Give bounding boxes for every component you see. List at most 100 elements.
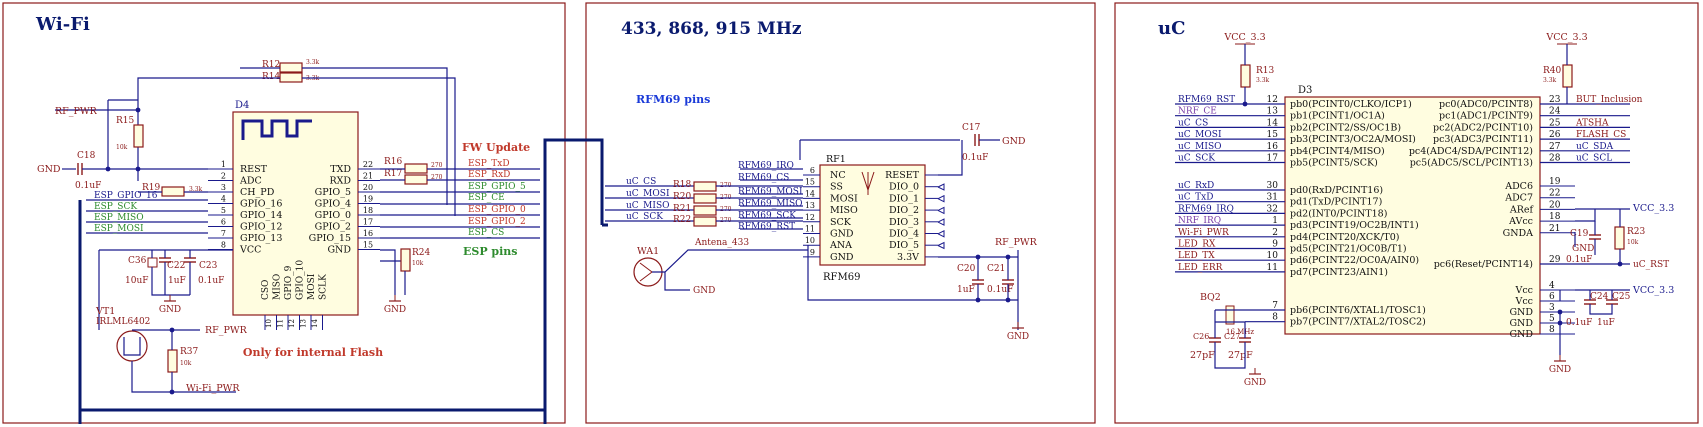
vcc-label-3: VCC_3.3 — [1632, 203, 1674, 214]
pin-number: 7 — [1272, 301, 1278, 311]
net-flag-rfm69: RFM69_MISO — [738, 199, 803, 209]
net-flag-rfm69: RFM69_CS — [738, 173, 789, 183]
pin-number: 20 — [363, 183, 373, 192]
pin-label: GPIO_14 — [240, 210, 282, 221]
pin-number: 16 — [363, 229, 373, 238]
pin-label: SCK — [830, 217, 852, 228]
junction-dot — [1617, 261, 1623, 267]
panel-frame-radio — [585, 2, 1096, 424]
wire — [131, 361, 236, 393]
pin-number: 4 — [1549, 281, 1555, 291]
resistor-r19 — [161, 186, 185, 197]
resistor-r37 — [167, 349, 178, 373]
resistor-r24 — [400, 248, 411, 272]
junction-dot — [135, 107, 141, 113]
gnd-c19: GND — [1572, 244, 1594, 254]
pin-label: pb7(PCINT7/XTAL2/TOSC2) — [1290, 317, 1426, 328]
pin-label: GPIO_12 — [240, 222, 282, 233]
pin-number: 6 — [221, 218, 226, 227]
net-flag-right: ESP_GPIO_0 — [468, 205, 526, 215]
wire — [664, 272, 690, 291]
ref-r16: R16 — [384, 157, 403, 167]
net-rf-pwr: RF_PWR — [55, 106, 98, 117]
pin-label: pc2(ADC2/PCINT10) — [1433, 122, 1533, 133]
mcu-body — [1284, 96, 1541, 335]
junction-dot — [1005, 254, 1011, 260]
esp-module-body — [232, 111, 359, 316]
panel-title-radio: 433, 868, 915 MHz — [621, 19, 802, 39]
pin-label: RXD — [329, 176, 351, 187]
pin-number: 3 — [1549, 303, 1555, 313]
junction-dot — [975, 254, 981, 260]
net-flag-pb: RFM69_RST — [1178, 95, 1235, 105]
io-arrow — [937, 218, 945, 226]
val-c27: 27pF — [1228, 350, 1253, 361]
pin-label: GPIO_15 — [309, 233, 351, 244]
pin-number: 12 — [1267, 95, 1278, 105]
antenna-trace — [241, 119, 312, 140]
wire — [1214, 342, 1246, 369]
pin-number: 8 — [221, 241, 226, 250]
ref-c26: C26 — [1193, 332, 1209, 341]
pin-label: pd2(INT0/PCINT18) — [1290, 208, 1387, 219]
capacitor-c36 — [147, 257, 158, 268]
net-flag-pd: RFM69_IRQ — [1178, 204, 1234, 214]
ref-r19: R19 — [142, 183, 161, 193]
net-flag-pd: LED_TX — [1178, 251, 1215, 261]
ref-r15: R15 — [116, 116, 135, 126]
net-antenna: Antena_433 — [694, 238, 749, 248]
pin-label: Vcc — [1514, 296, 1533, 307]
ref-r24: R24 — [412, 248, 431, 258]
pin-label: pc4(ADC4/SDA/PCINT12) — [1409, 146, 1533, 157]
io-arrow — [937, 206, 945, 215]
wire — [807, 245, 1018, 301]
net-flag-pc: BUT_Inclusion — [1576, 95, 1643, 105]
resistor-r14 — [279, 72, 303, 83]
pin-number: 6 — [810, 166, 815, 175]
pin-number: 30 — [1267, 181, 1279, 191]
pin-label: SCLK — [319, 274, 329, 300]
net-flag-rfm69: RFM69_SCK — [738, 211, 796, 221]
gnd-wa1: GND — [693, 286, 715, 296]
net-flag-pb: uC_MISO — [1178, 142, 1222, 152]
pin-label: SS — [830, 182, 843, 193]
pin-label: GPIO_5 — [315, 187, 351, 198]
pin-number: 11 — [805, 225, 815, 234]
pin-number: 11 — [1267, 263, 1278, 273]
pin-number: 1 — [221, 160, 226, 169]
res-ref: R20 — [673, 192, 692, 202]
pin-number: 23 — [1549, 95, 1561, 105]
resistor-r23 — [1614, 226, 1625, 250]
pin-label: DIO_2 — [889, 205, 919, 216]
pin-label: ADC6 — [1504, 181, 1533, 192]
res-ref: R22 — [673, 215, 691, 225]
rfm69-module-body — [819, 164, 926, 266]
pin-number: 1 — [1272, 216, 1278, 226]
pin-label: pd1(TxD/PCINT17) — [1290, 197, 1382, 208]
ref-vt1: VT1 — [95, 306, 115, 317]
pin-number: 8 — [1272, 313, 1278, 323]
pin-number: 10 — [265, 319, 273, 328]
pin-label: pb1(PCINT1/OC1A) — [1290, 111, 1385, 122]
pin-label: GPIO_16 — [240, 199, 282, 210]
panel-title-uc: uC — [1158, 18, 1185, 39]
pin-number: 22 — [1549, 189, 1560, 199]
pin-number: 10 — [1267, 251, 1279, 261]
pin-number: 6 — [1549, 292, 1555, 302]
d4-ref: D4 — [235, 100, 249, 111]
pin-label: pd7(PCINT23/AIN1) — [1290, 267, 1388, 278]
gnd-label: GND — [1549, 365, 1571, 375]
pin-label: pb6(PCINT6/XTAL1/TOSC1) — [1290, 305, 1426, 316]
pin-number: 17 — [363, 218, 373, 227]
pin-label: pb3(PCINT3/OC2A/MOSI) — [1290, 134, 1416, 145]
val-c24: 0.1uF — [1566, 318, 1592, 328]
rfm69-pins-note: RFM69 pins — [636, 93, 710, 106]
wire — [1589, 304, 1613, 315]
net-flag-uc: uC_SCK — [626, 212, 663, 222]
panel-frame-wifi — [2, 2, 566, 424]
ref-c19: C19 — [1570, 229, 1589, 239]
pin-label: NC — [830, 170, 846, 181]
pin-label: Vcc — [1514, 285, 1533, 296]
panel-frame-uc — [1114, 2, 1699, 424]
